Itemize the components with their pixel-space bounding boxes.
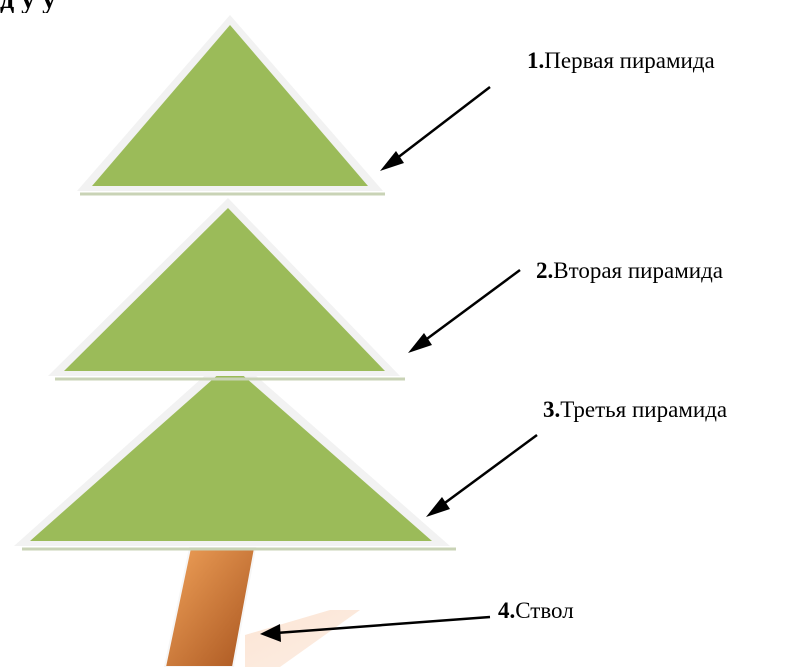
label-second-pyramid: 2.Вторая пирамида xyxy=(536,259,723,282)
trunk xyxy=(163,547,257,667)
arrow-third-pyramid xyxy=(426,433,538,517)
arrow-second-pyramid xyxy=(408,268,521,353)
label-first-pyramid-text: Первая пирамида xyxy=(544,48,715,73)
cropped-header-text: д у у xyxy=(0,0,420,13)
arrow-first-pyramid xyxy=(380,86,491,171)
first-pyramid xyxy=(77,15,385,196)
label-third-pyramid: 3.Третья пирамида xyxy=(543,398,727,421)
label-trunk-number: 4. xyxy=(498,598,516,623)
arrow-trunk xyxy=(260,615,491,642)
label-third-pyramid-text: Третья пирамида xyxy=(560,397,728,422)
label-first-pyramid: 1.Первая пирамида xyxy=(527,49,715,72)
label-third-pyramid-number: 3. xyxy=(543,397,561,422)
label-second-pyramid-number: 2. xyxy=(536,258,554,283)
trunk-shadow xyxy=(245,610,360,667)
second-pyramid xyxy=(48,198,405,381)
label-first-pyramid-number: 1. xyxy=(527,48,545,73)
third-pyramid xyxy=(14,353,456,551)
label-second-pyramid-text: Вторая пирамида xyxy=(553,258,723,283)
label-trunk-text: Ствол xyxy=(515,598,574,623)
label-trunk: 4.Ствол xyxy=(498,599,574,622)
